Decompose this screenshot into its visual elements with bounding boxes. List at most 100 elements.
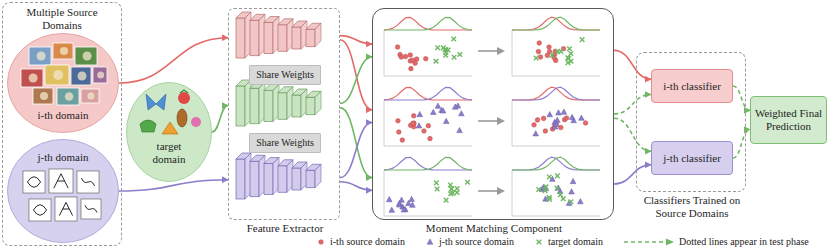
layer-front: [250, 161, 259, 197]
circle-point: [583, 121, 588, 126]
layer-side: [315, 23, 321, 47]
legend-text: target domain: [548, 236, 603, 248]
cross-point: [448, 183, 453, 188]
strawberry-leaf: [180, 90, 188, 93]
transform-arrowhead: [497, 187, 505, 195]
layer-side: [315, 91, 321, 115]
node-label: Multiple Source Domains: [12, 6, 112, 31]
photo-thumbnail: [29, 47, 51, 65]
photo-thumbnail: [93, 67, 107, 83]
circle-point: [536, 49, 541, 54]
circle-point: [411, 121, 416, 126]
circle-point: [395, 45, 400, 50]
circle-point: [541, 116, 546, 121]
cross-point: [568, 51, 573, 56]
layer-front: [278, 93, 287, 120]
circle-point: [564, 116, 569, 121]
cross-point: [537, 240, 542, 245]
node-label: Share Weights: [250, 137, 320, 149]
domain-ellipse: [8, 140, 119, 243]
flow-arrow: [614, 50, 651, 79]
transform-arrow: [478, 120, 498, 122]
triangle-point: [409, 196, 415, 201]
triangle-point: [569, 189, 575, 194]
layer-front: [292, 168, 301, 190]
strawberry-clipart: [178, 92, 190, 104]
legend-item: Dotted lines appear in test phase: [623, 236, 809, 248]
distribution-curve: [384, 157, 472, 170]
cross-point: [569, 199, 574, 204]
distribution-curve: [384, 87, 472, 100]
layer-front: [264, 164, 273, 195]
domain-ellipse: [127, 83, 212, 182]
sketch-stroke: [54, 174, 68, 188]
cross-point: [434, 181, 439, 186]
node-label: target domain: [142, 140, 196, 165]
flow-arrow: [340, 108, 372, 178]
plot-axes: [512, 100, 600, 146]
layer-front: [236, 18, 245, 58]
cross-point: [561, 196, 566, 201]
domain-circle: j-th domain: [7, 139, 119, 243]
cross-point: [547, 175, 552, 180]
flow-arrow: [614, 165, 651, 184]
photo-object: [37, 52, 46, 61]
triangle-point: [533, 131, 539, 136]
node-label: Classifiers Trained on Source Domains: [637, 194, 747, 219]
plot-axes: [512, 170, 600, 216]
circle-point: [423, 56, 428, 61]
legend-item: target domain: [534, 236, 603, 248]
triangle-point: [570, 178, 576, 183]
circle-point: [535, 118, 540, 123]
node-label: Moment Matching Component: [373, 222, 615, 235]
legend: i-th source domainj-th source domaintarg…: [316, 236, 829, 248]
circle-point: [543, 129, 548, 134]
legend-marker: [425, 237, 435, 247]
flow-arrow: [119, 38, 228, 83]
cross-point: [443, 47, 448, 52]
triangle-point: [578, 199, 584, 204]
domain-circle: i-th domain: [7, 33, 119, 133]
cross-point: [580, 37, 585, 42]
photo-thumbnail: [81, 89, 99, 103]
legend-text: Dotted lines appear in test phase: [679, 236, 809, 248]
sketch-stroke: [81, 178, 94, 186]
domain-ellipse: [8, 34, 119, 133]
cross-point: [566, 56, 571, 61]
circle-point: [408, 53, 413, 58]
distribution-curve: [512, 17, 600, 30]
cross-point: [449, 187, 454, 192]
sketch-stroke: [85, 205, 97, 212]
triangle-point: [417, 111, 423, 116]
node-label: Feature Extractor: [229, 222, 341, 235]
legend-item: j-th source domain: [425, 236, 514, 248]
sketch-thumbnail: [55, 197, 77, 221]
layer-front: [292, 95, 301, 117]
shape-art: [372, 8, 614, 220]
distribution-curve: [384, 157, 472, 170]
share-weights-tag: Share Weights: [249, 65, 321, 85]
cross-point: [434, 59, 439, 64]
triangle-point: [406, 200, 412, 205]
pizza-clipart: [162, 122, 178, 134]
cross-point: [455, 190, 460, 195]
classifier-box: i-th classifier: [651, 69, 733, 103]
circle-point: [422, 129, 427, 134]
sketch-stroke: [33, 205, 46, 216]
triangle-point: [547, 112, 553, 117]
photo-object: [40, 92, 48, 100]
triangle-point: [410, 202, 416, 207]
circle-point: [396, 119, 401, 124]
cross-point: [566, 60, 571, 65]
test-phase-arrow: [733, 86, 750, 110]
node-label: i-th classifier: [653, 80, 731, 93]
layer-side: [315, 164, 321, 188]
cross-point: [449, 187, 454, 192]
cross-point: [567, 46, 572, 51]
triangle-point: [443, 118, 449, 123]
circle-point: [538, 55, 543, 60]
share-weights-tag: Share Weights: [249, 133, 321, 153]
cross-point: [555, 174, 560, 179]
circle-point: [426, 123, 431, 128]
violin-clipart: [177, 109, 187, 127]
